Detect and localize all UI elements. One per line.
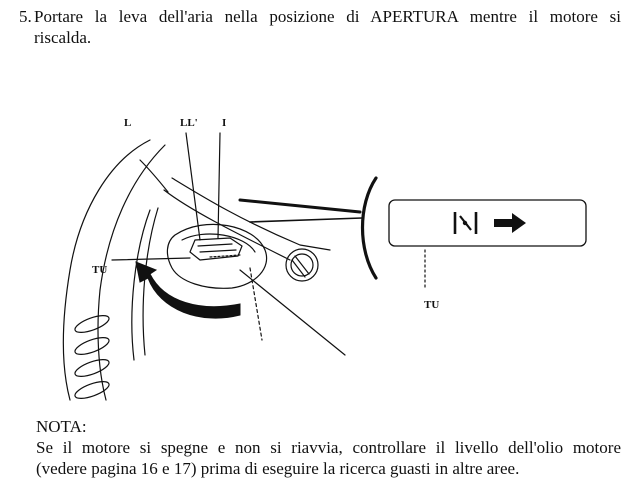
step-text: Portare la leva dell'aria nella posizion…	[34, 6, 621, 48]
choke-symbol-icon	[453, 212, 478, 234]
label-tu-right: TU	[424, 299, 440, 311]
choke-lever-illustration: L LL' I TU TU	[0, 100, 644, 420]
note-line-1: Se il motore si spegne e non si riavvia,…	[36, 438, 621, 457]
label-tu-left: TU	[92, 264, 108, 276]
note-title: NOTA:	[36, 417, 87, 436]
label-i: I	[222, 117, 227, 129]
note-line-2: (vedere pagina 16 e 17) prima di eseguir…	[36, 459, 520, 478]
arrow-right-icon	[494, 213, 526, 233]
step-instruction: 5. Portare la leva dell'aria nella posiz…	[19, 6, 621, 48]
step-text-line-1: Portare la leva dell'aria nella posizion…	[34, 7, 621, 26]
engine-illustration	[62, 132, 587, 401]
label-ll: LL'	[180, 117, 198, 129]
label-l: L	[124, 117, 132, 129]
note-body: Se il motore si spegne e non si riavvia,…	[36, 437, 621, 479]
step-text-line-2: riscalda.	[34, 28, 92, 47]
choke-label-panel	[388, 199, 587, 247]
step-number: 5.	[19, 7, 32, 26]
